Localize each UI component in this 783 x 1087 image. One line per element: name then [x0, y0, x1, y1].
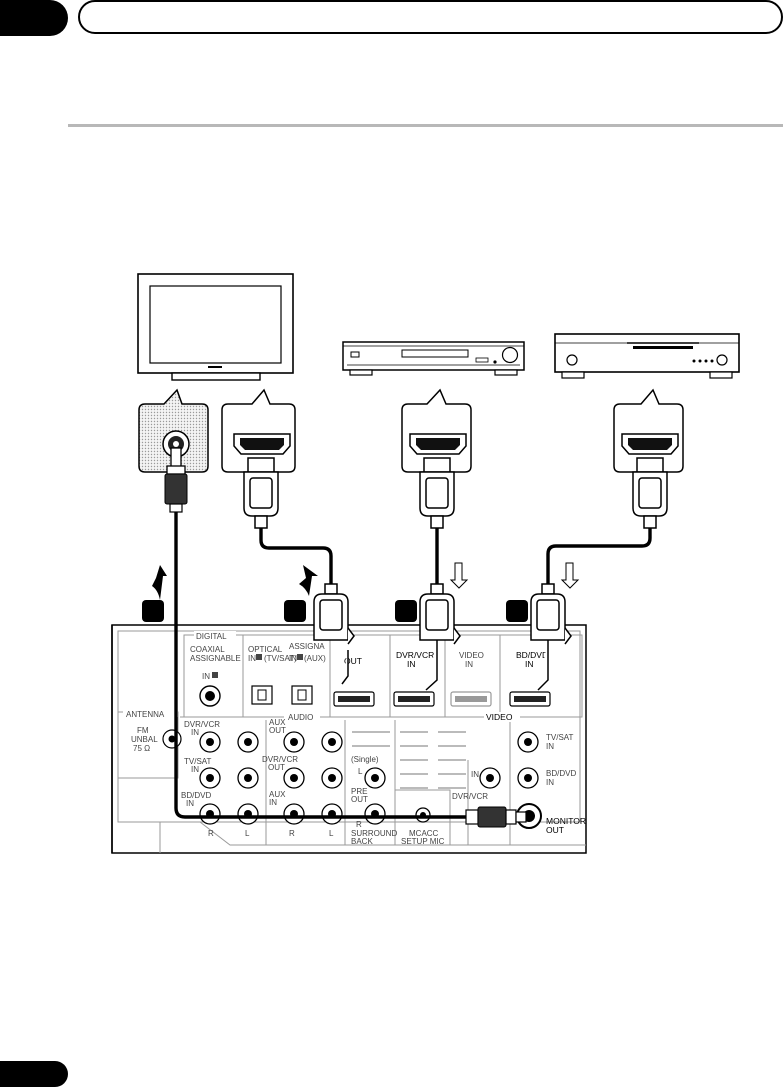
fm-antenna-jack [163, 730, 181, 748]
aux-out-label-2: OUT [269, 726, 286, 735]
unbal-label: UNBAL [131, 735, 158, 744]
hdmi-plug-tv [244, 458, 278, 528]
hdmi-video-in-port [451, 692, 491, 706]
hdmi-video-in-label: IN [465, 660, 473, 669]
video-tvsat-label: TV/SAT [546, 733, 574, 742]
ohm-label: 75 Ω [133, 744, 150, 753]
video-dvr-label: DVR/VCR [452, 792, 488, 801]
antenna-label: ANTENNA [126, 710, 165, 719]
audio-dvr-in-label: IN [191, 728, 199, 737]
video-tvsat-in-label: IN [546, 742, 554, 751]
video-bd-in-label: IN [546, 778, 554, 787]
optical-jack-1 [252, 686, 272, 704]
r-label-2: R [289, 829, 295, 838]
hdmi-plug-bd [633, 458, 667, 528]
assignable-trunc-label: ASSIGNA [289, 642, 325, 651]
hdmi-video-label: VIDEO [459, 651, 484, 660]
optical2-in-label: IN [289, 654, 297, 663]
pre-out-label: OUT [351, 795, 368, 804]
page-number-tab [0, 1061, 68, 1087]
audio-tvsat-in-label: IN [191, 765, 199, 774]
coax-in-label: IN [202, 672, 210, 681]
back-label: BACK [351, 837, 373, 846]
aux-paren-label: (AUX) [304, 654, 326, 663]
hdmi-out-port [334, 692, 374, 706]
fm-label: FM [137, 726, 149, 735]
hdmi-dvr-in-port [394, 692, 434, 706]
setup-mic-label: SETUP MIC [401, 837, 445, 846]
l-label-2: L [329, 829, 334, 838]
sb-r-label: R [356, 820, 362, 829]
tv-illustration [138, 274, 293, 380]
digital-label: DIGITAL [196, 632, 227, 641]
aux-in-label-2: IN [269, 798, 277, 807]
audio-bd-in-label: IN [186, 799, 194, 808]
hdmi-bd-in-port [510, 692, 550, 706]
monitor-out-label: OUT [546, 825, 564, 835]
optical-jack-2 [292, 686, 312, 704]
single-label: (Single) [351, 755, 379, 764]
assignable-label: ASSIGNABLE [190, 654, 241, 663]
signal-arrows [152, 563, 578, 600]
coaxial-jack [200, 686, 220, 706]
coaxial-label: COAXIAL [190, 645, 225, 654]
r-label-1: R [208, 829, 214, 838]
audio-label: AUDIO [288, 713, 313, 722]
video-in-label: IN [471, 770, 479, 779]
audio-dvr-label: DVR/VCR [184, 720, 220, 729]
video-bd-label: BD/DVD [546, 769, 576, 778]
hdmi-dvr-in-label: IN [407, 659, 416, 669]
dvr-out-label-2: OUT [268, 763, 285, 772]
video-label: VIDEO [486, 712, 513, 722]
hdmi-bd-in-label: IN [525, 659, 534, 669]
hdmi-plug-dvr [420, 458, 454, 528]
single-l-label: L [358, 767, 363, 776]
dvr-illustration [343, 342, 524, 375]
optical-in-label: IN [248, 654, 256, 663]
bd-player-illustration [555, 334, 739, 378]
l-label-1: L [245, 829, 250, 838]
optical-label: OPTICAL [248, 645, 283, 654]
